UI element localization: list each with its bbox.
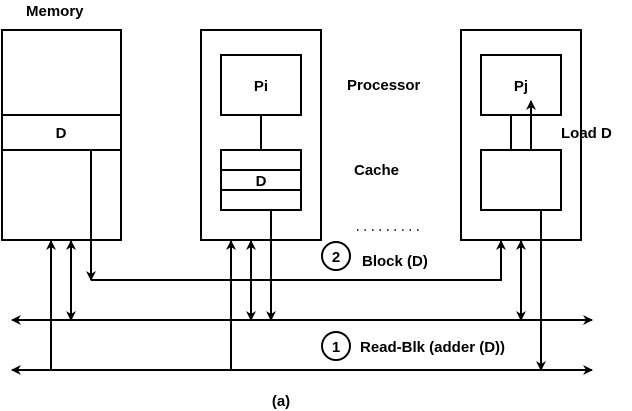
memory-title: Memory (26, 3, 84, 20)
block-transfer-arrow (91, 240, 506, 281)
processor-i-cache-box (220, 149, 302, 211)
processor-i-core-box (220, 54, 302, 116)
step-1-text: Read-Blk (adder (D)) (360, 339, 505, 356)
step-2-text: Block (D) (362, 253, 428, 270)
step-2-circle (321, 241, 351, 271)
processor-i-module: Pi D (200, 29, 322, 241)
figure-caption: (a) (272, 393, 290, 410)
memory-block-label: D (56, 125, 67, 142)
processor-label: Processor (347, 77, 421, 94)
cache-i-block-label: D (256, 173, 267, 190)
processor-i-label: Pi (254, 78, 268, 95)
load-d-label: Load D (561, 125, 612, 142)
processor-j-cache-box (480, 149, 562, 211)
processor-j-core-box (480, 54, 562, 116)
processor-j-label: Pj (514, 78, 528, 95)
step-1: 1 Read-Blk (adder (D)) (321, 331, 505, 361)
step-2: 2 Block (D) (321, 241, 428, 271)
memory-box (1, 29, 122, 241)
processor-j-module: Pj (460, 29, 582, 241)
step-2-number: 2 (332, 249, 340, 266)
memory-module: D (1, 29, 122, 241)
step-1-number: 1 (332, 339, 340, 356)
cache-label: Cache (354, 162, 399, 179)
step-1-circle (321, 331, 351, 361)
